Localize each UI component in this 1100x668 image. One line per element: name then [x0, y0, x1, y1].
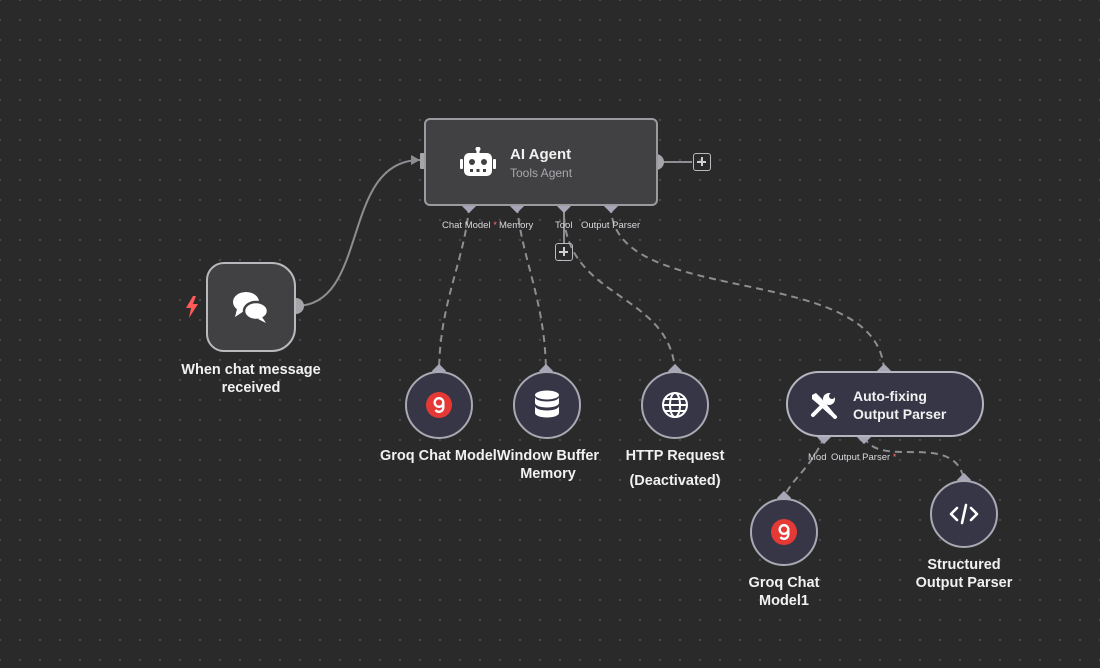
trigger-label: When chat message received [181, 362, 321, 396]
agent-output-add-button[interactable] [693, 153, 711, 171]
connection-autofix-parser[interactable] [863, 436, 965, 481]
window-buffer-memory-label: Window Buffer Memory [496, 448, 600, 482]
port-label-tool: Tool [555, 220, 573, 231]
agent-subtitle: Tools Agent [510, 166, 573, 180]
connection-output-parser[interactable] [609, 205, 885, 372]
http-request-label: HTTP Request (Deactivated) [625, 448, 725, 489]
auto-fixing-label: Auto-fixing Output Parser [853, 388, 947, 422]
connection-trigger-to-agent[interactable] [295, 159, 421, 307]
groq-chat-model-node[interactable] [405, 371, 473, 439]
port-label-chat-model: Chat Model * [442, 220, 497, 231]
autofix-port-label-model: Mod [808, 452, 827, 463]
connection-chat-model-groq[interactable] [438, 205, 470, 372]
trigger-node[interactable] [206, 262, 296, 352]
connection-arrow [411, 155, 420, 165]
port-label-output-parser: Output Parser [581, 220, 641, 231]
tool-add-button[interactable] [555, 243, 573, 261]
groq-chat-model1-label: Groq Chat Model1 [748, 575, 820, 609]
trigger-bolt-icon [186, 296, 198, 318]
groq-chat-model1-node[interactable] [750, 498, 818, 566]
connection-tool-http[interactable] [562, 205, 676, 372]
ai-agent-node[interactable]: AI Agent Tools Agent [424, 118, 658, 206]
database-icon [535, 390, 559, 418]
connection-autofix-model[interactable] [783, 436, 825, 499]
globe-icon [662, 392, 688, 418]
groq-chat-model-label: Groq Chat Model [380, 448, 497, 464]
connection-memory[interactable] [516, 205, 547, 372]
structured-output-parser-node[interactable] [930, 480, 998, 548]
tools-icon [811, 393, 837, 419]
autofix-port-label-output-parser: Output Parser * [831, 452, 897, 463]
groq-icon [426, 392, 452, 418]
port-label-memory: Memory [499, 220, 534, 231]
code-icon [949, 503, 979, 525]
groq-icon [771, 519, 797, 545]
structured-output-parser-label: Structured Output Parser [915, 557, 1013, 591]
agent-title: AI Agent [510, 146, 572, 163]
auto-fixing-output-parser-node[interactable]: Auto-fixing Output Parser [786, 371, 984, 437]
window-buffer-memory-node[interactable] [513, 371, 581, 439]
robot-icon [460, 147, 496, 176]
http-request-node[interactable] [641, 371, 709, 439]
chat-bubbles-icon [233, 292, 270, 323]
